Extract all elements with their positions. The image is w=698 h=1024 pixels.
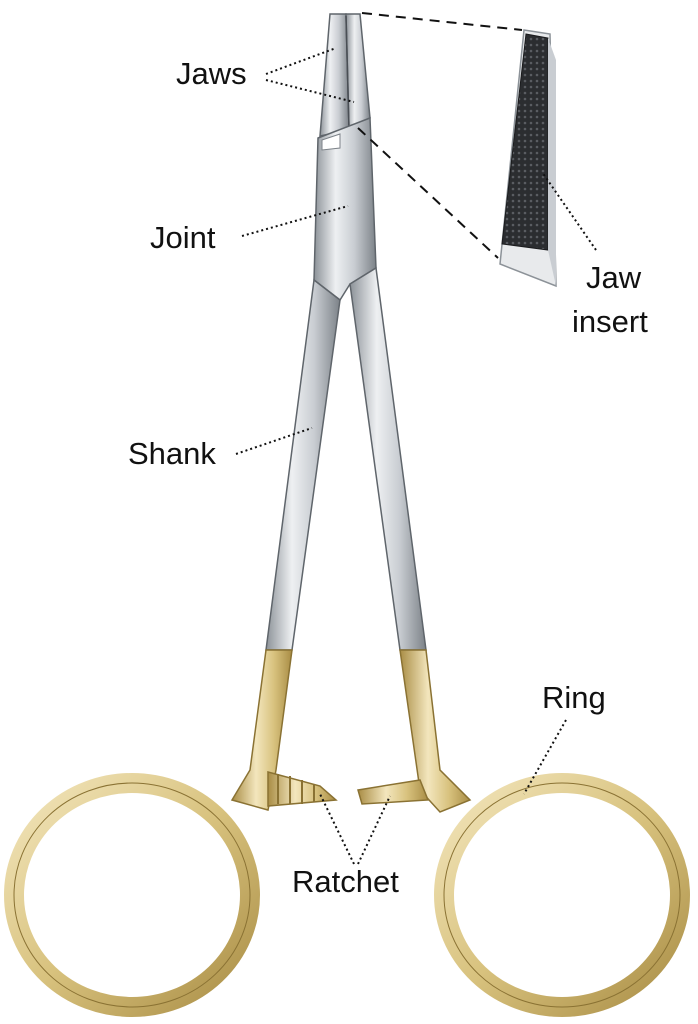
joint xyxy=(313,116,377,302)
label-ring: Ring xyxy=(542,680,606,715)
shank-left xyxy=(265,278,341,651)
handle-left xyxy=(230,649,293,811)
shank-right xyxy=(349,266,427,651)
label-ratchet: Ratchet xyxy=(292,864,399,899)
ring-left xyxy=(4,773,260,1017)
label-jaw-insert-line2: insert xyxy=(572,304,648,339)
label-jaw-insert-line1: Jaw xyxy=(586,260,642,295)
jaw-insert-closeup xyxy=(499,29,557,288)
jaws xyxy=(319,13,371,137)
ring-right xyxy=(434,773,690,1017)
label-joint: Joint xyxy=(150,220,216,255)
zoom-lines xyxy=(357,12,523,259)
leader-lines xyxy=(235,47,597,865)
label-jaws: Jaws xyxy=(176,56,247,91)
ratchet xyxy=(267,771,430,807)
label-shank: Shank xyxy=(128,436,216,471)
